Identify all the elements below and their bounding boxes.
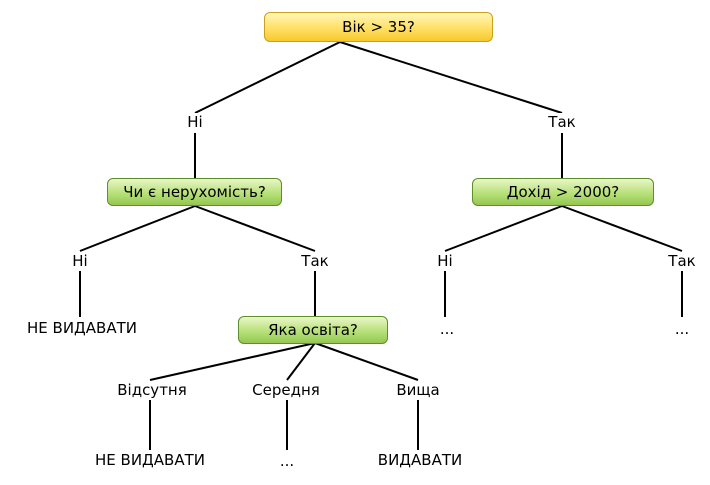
result-income-no: ... [437,320,457,338]
edge-root-yes [339,41,563,114]
edge-label-edu-none: Відсутня [115,381,189,399]
result-income-yes: ... [672,320,692,338]
edge-property-no [79,205,196,252]
edge-edu-secondary [286,342,316,381]
edge-root-no [194,41,341,114]
result-property-no: НЕ ВИДАВАТИ [25,319,139,337]
edge-label-edu-secondary: Середня [250,381,322,399]
edge-label-root-yes: Так [546,113,578,131]
edge-property-yes [194,205,316,252]
result-edu-higher: ВИДАВАТИ [375,451,465,469]
result-edu-none: НЕ ВИДАВАТИ [93,451,207,469]
root-decision-node: Вік > 35? [264,12,493,42]
income-decision-node: Дохід > 2000? [472,178,654,206]
property-decision-node: Чи є нерухомість? [107,178,282,206]
edge-label-income-no: Ні [435,252,455,270]
edge-edu-none [149,342,316,381]
edge-label-property-yes: Так [299,252,331,270]
edge-income-no [444,205,563,252]
edge-label-root-no: Ні [185,113,205,131]
education-decision-node: Яка освіта? [238,316,388,344]
edge-income-yes [561,205,683,252]
result-edu-secondary: ... [277,452,297,470]
edge-edu-higher [314,342,419,381]
edge-label-income-yes: Так [666,252,698,270]
edge-label-property-no: Ні [70,252,90,270]
edge-label-edu-higher: Вища [394,381,442,399]
